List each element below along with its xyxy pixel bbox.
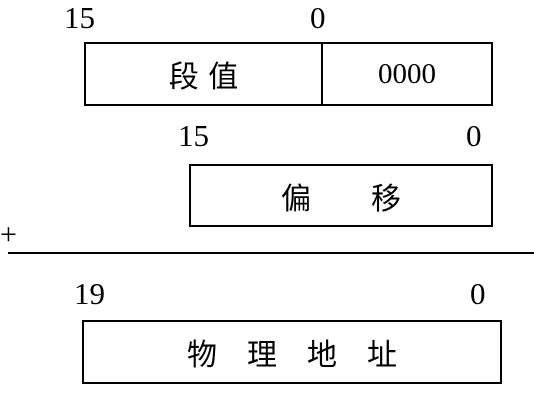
offset-box: 偏 移 [189,164,493,227]
segment-divider [321,44,323,104]
offset-bit-high: 15 [178,118,209,153]
physical-address-box: 物 理 地 址 [82,320,502,384]
segment-bit-high: 15 [64,0,95,35]
physical-address-label: 物 理 地 址 [187,338,397,373]
plus-operator: + [0,218,17,251]
segment-bit-low: 0 [310,0,326,35]
physical-bit-high: 19 [74,276,105,311]
sum-line [8,252,534,254]
offset-bit-low: 0 [466,118,482,153]
segment-register-box: 段 值 0000 [84,42,493,106]
segment-zero-bits: 0000 [378,57,436,90]
physical-bit-low: 0 [470,276,486,311]
segment-value-label: 段 值 [168,60,239,95]
offset-label: 偏 移 [281,181,401,217]
